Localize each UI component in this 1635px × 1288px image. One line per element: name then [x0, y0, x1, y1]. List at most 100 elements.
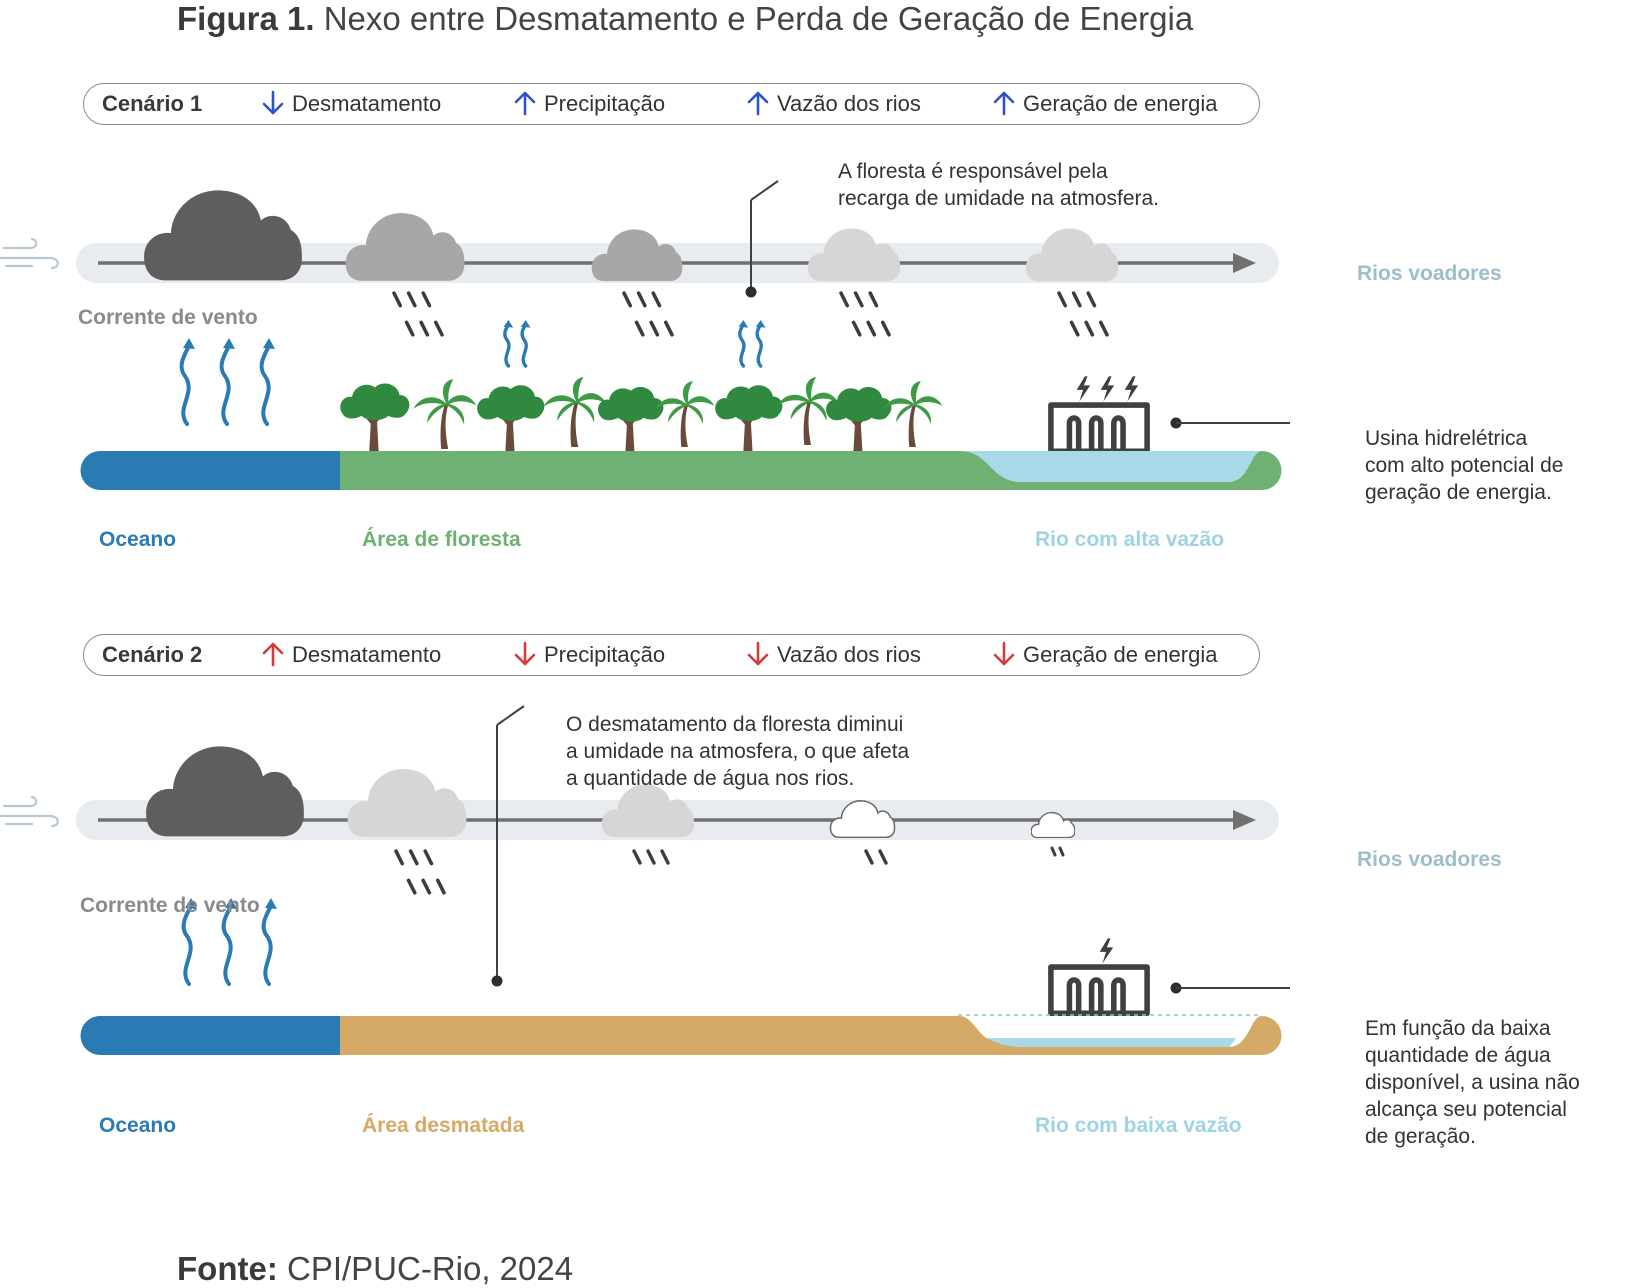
legend-item-energy-generation: Geração de energia	[993, 635, 1217, 674]
wind-current-label: Corrente de vento	[80, 894, 260, 917]
palm-tree-icon	[413, 379, 477, 449]
river-label: Rio com baixa vazão	[1035, 1114, 1242, 1137]
legend-label: Desmatamento	[292, 91, 442, 116]
wind-arrowhead	[1233, 253, 1256, 273]
note-line: recarga de umidade na atmosfera.	[838, 187, 1160, 210]
transpiration-icon	[501, 320, 533, 368]
legend-item-deforestation: Desmatamento	[262, 635, 441, 674]
flying-rivers-label: Rios voadores	[1357, 848, 1502, 871]
arrow-up-icon	[262, 642, 284, 667]
note-line: com alto potencial de	[1365, 454, 1564, 477]
river-label: Rio com alta vazão	[1035, 528, 1225, 551]
ocean-label: Oceano	[99, 1114, 177, 1137]
legend-label: Geração de energia	[1023, 642, 1218, 667]
cloud-icon	[146, 746, 304, 837]
note-line: disponível, a usina não	[1365, 1071, 1580, 1094]
deforested-area-label: Área desmatada	[362, 1114, 525, 1137]
forest-trees	[338, 377, 943, 452]
source-text: CPI/PUC-Rio, 2024	[277, 1250, 574, 1287]
legend-label: Vazão dos rios	[777, 91, 921, 116]
palm-tree-icon	[882, 381, 943, 447]
cloud-icon	[1025, 228, 1119, 282]
cloud-icon	[807, 228, 901, 282]
callout-leader	[750, 180, 779, 201]
note-line: quantidade de água	[1365, 1044, 1551, 1067]
palm-tree-icon	[543, 377, 607, 447]
tree-icon	[477, 385, 544, 452]
note-line: alcança seu potencial	[1365, 1098, 1567, 1121]
scenario-label: Cenário 2	[102, 642, 203, 667]
wind-gust-icon	[0, 795, 59, 828]
rain-icon	[392, 291, 444, 337]
scenario1-legend: Cenário 1 Desmatamento Precipitação Vazã…	[83, 83, 1260, 125]
figure-title: Figura 1. Nexo entre Desmatamento e Perd…	[177, 0, 1193, 38]
scenario2-scene	[0, 705, 1290, 1055]
legend-label: Desmatamento	[292, 642, 442, 667]
legend-label: Precipitação	[544, 642, 666, 667]
forest-area-label: Área de floresta	[362, 528, 521, 551]
legend-item-river-flow: Vazão dos rios	[747, 84, 921, 123]
callout-leader	[496, 705, 525, 726]
ocean-band	[80, 451, 340, 491]
scenario1-scene	[0, 180, 1290, 491]
rain-icon	[1057, 291, 1109, 337]
note-line: O desmatamento da floresta diminui	[566, 713, 904, 736]
legend-item-energy-generation: Geração de energia	[993, 84, 1217, 123]
legend-item-river-flow: Vazão dos rios	[747, 635, 921, 674]
river-low	[986, 1038, 1236, 1047]
evaporation-icon	[179, 338, 275, 426]
arrow-down-icon	[747, 641, 769, 666]
legend-label: Geração de energia	[1023, 91, 1218, 116]
cloud-icon	[144, 190, 302, 281]
figure-source: Fonte: CPI/PUC-Rio, 2024	[177, 1250, 573, 1288]
rain-icon	[394, 849, 446, 895]
rain-icon	[839, 291, 891, 337]
river-empty-bed	[960, 1016, 1262, 1038]
plant-note: Usina hidrelétrica com alto potencial de…	[1365, 425, 1563, 506]
callout-dot	[491, 975, 503, 987]
note-line: a quantidade de água nos rios.	[566, 767, 855, 790]
legend-item-precipitation: Precipitação	[514, 84, 665, 123]
ocean-band	[80, 1016, 340, 1055]
legend-item-deforestation: Desmatamento	[262, 84, 441, 123]
ocean-label: Oceano	[99, 528, 177, 551]
callout-dot	[745, 286, 757, 298]
legend-label: Precipitação	[544, 91, 666, 116]
source-label: Fonte:	[177, 1250, 278, 1287]
figure-title-text: Nexo entre Desmatamento e Perda de Geraç…	[314, 0, 1194, 37]
flying-rivers-label: Rios voadores	[1357, 262, 1502, 285]
cloud-icon	[591, 229, 683, 282]
note-line: a umidade na atmosfera, o que afeta	[566, 740, 910, 763]
figure-number: Figura 1.	[177, 0, 315, 37]
tree-icon	[338, 381, 412, 452]
arrow-up-icon	[514, 91, 536, 116]
wind-gust-icon	[0, 237, 59, 270]
cloud-icon	[601, 784, 695, 838]
note-line: Usina hidrelétrica	[1365, 427, 1528, 450]
scenario-label: Cenário 1	[102, 91, 203, 116]
forest-moisture-note: A floresta é responsável pela recarga de…	[838, 158, 1159, 212]
arrow-down-icon	[262, 90, 284, 115]
palm-tree-icon	[654, 381, 715, 447]
cloud-icon	[347, 769, 467, 837]
deforested-band	[340, 1016, 1282, 1055]
hydro-plant-icon	[1051, 938, 1147, 1013]
rain-icon	[632, 849, 670, 865]
wind-current-label: Corrente de vento	[78, 306, 258, 329]
rain-icon	[864, 849, 888, 865]
legend-label: Vazão dos rios	[777, 642, 921, 667]
forest-band	[340, 451, 1282, 490]
tree-icon	[596, 385, 666, 452]
river-high	[960, 451, 1262, 482]
arrow-down-icon	[514, 641, 536, 666]
arrow-up-icon	[993, 91, 1015, 116]
note-line: de geração.	[1365, 1125, 1476, 1148]
rain-icon	[1050, 846, 1065, 857]
scenario2-legend: Cenário 2 Desmatamento Precipitação Vazã…	[83, 634, 1260, 676]
transpiration-icon	[736, 320, 768, 368]
note-line: Em função da baixa	[1365, 1017, 1551, 1040]
tree-icon	[824, 385, 894, 452]
tree-icon	[715, 385, 782, 452]
